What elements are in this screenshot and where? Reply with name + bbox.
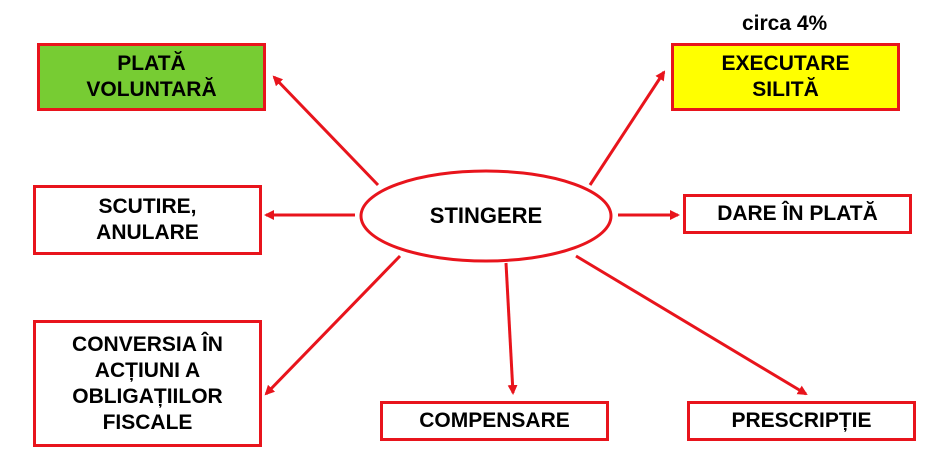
node-executare-silita: EXECUTARE SILITĂ: [671, 43, 900, 111]
arrow-to-compensare: [504, 262, 518, 395]
node-prescriptie: PRESCRIPȚIE: [687, 401, 916, 441]
center-label: STINGERE: [429, 203, 543, 228]
node-dare-in-plata: DARE ÎN PLATĂ: [683, 194, 912, 234]
annotation-text: circa 4%: [742, 12, 828, 35]
arrow-to-executare-silita: [588, 70, 666, 186]
arrow-to-prescriptie: [575, 254, 808, 396]
node-compensare: COMPENSARE: [380, 401, 609, 441]
arrow-to-plata-voluntara: [272, 75, 380, 187]
node-conversia: CONVERSIA ÎN ACȚIUNI A OBLIGAȚIILOR FISC…: [33, 320, 262, 447]
arrow-to-conversia: [264, 254, 402, 396]
node-plata-voluntara: PLATĂ VOLUNTARĂ: [37, 43, 266, 111]
center-ellipse: [359, 169, 613, 263]
node-scutire-anulare: SCUTIRE, ANULARE: [33, 185, 262, 255]
